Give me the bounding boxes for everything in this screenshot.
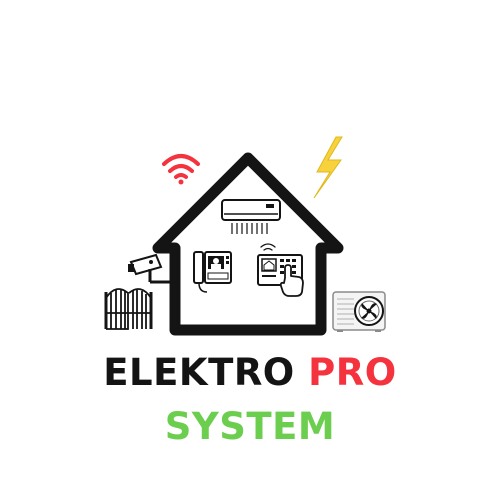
gate-icon (104, 288, 153, 330)
brand-word: ELEKTRO (103, 351, 295, 394)
pointing-hand-icon (279, 264, 304, 297)
security-camera-icon (128, 253, 172, 284)
smart-control-panel-icon (257, 243, 304, 297)
wifi-icon (162, 154, 200, 185)
brand-title: ELEKTRO PRO (0, 350, 500, 396)
house-outline (152, 152, 344, 336)
lightning-bolt-icon (313, 136, 343, 199)
tagline: SYSTEM (164, 405, 336, 448)
accent-word: PRO (308, 351, 397, 394)
outdoor-ac-unit-icon (332, 291, 386, 332)
air-conditioner-icon (221, 199, 281, 234)
intercom-icon (193, 251, 232, 293)
